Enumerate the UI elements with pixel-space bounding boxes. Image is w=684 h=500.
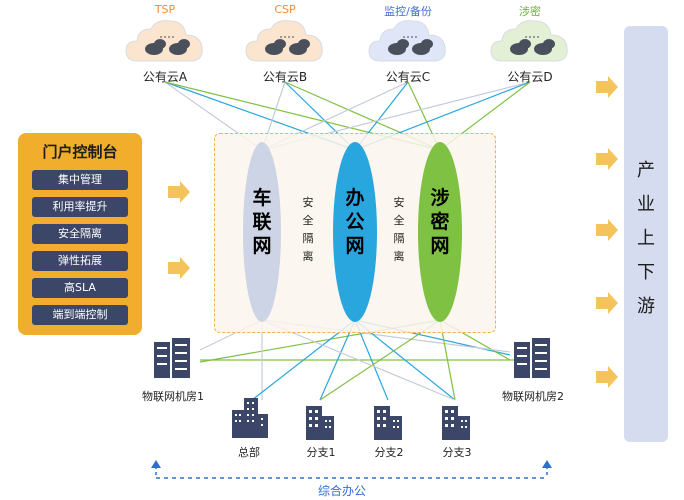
vertical-char: 离 <box>393 250 405 263</box>
cloud-tag: 监控/备份 <box>384 5 432 18</box>
footer-label: 综合办公 <box>317 484 366 498</box>
industry-char: 上 <box>637 228 655 249</box>
branch-building-icon <box>374 406 402 440</box>
arrow-right-icon <box>168 181 190 203</box>
vertical-char: 网 <box>430 235 450 257</box>
server-room-2-label: 物联网机房2 <box>502 390 564 403</box>
network-label-office: 办公网 <box>335 186 375 258</box>
arrow-up-icon <box>151 460 161 468</box>
server-room-1-icon <box>154 338 190 378</box>
network-ellipse-office <box>333 142 377 322</box>
branch-building-icon <box>306 406 334 440</box>
portal-item: 弹性拓展 <box>32 251 128 271</box>
vertical-char: 车 <box>252 187 272 209</box>
cloud-icon <box>245 20 323 62</box>
vertical-char: 网 <box>345 235 365 257</box>
industry-label: 产业上下游 <box>624 154 668 324</box>
arrow-right-icon <box>596 292 618 314</box>
isolation-label-2: 安全隔离 <box>389 194 409 266</box>
portal-item: 高SLA <box>32 278 128 298</box>
arrow-up-icon <box>542 460 552 468</box>
arrow-right-icon <box>596 366 618 388</box>
branch-building-icon <box>442 406 470 440</box>
network-label-secret: 涉密网 <box>420 186 460 258</box>
vertical-char: 联 <box>252 211 272 233</box>
portal-item: 安全隔离 <box>32 224 128 244</box>
industry-char: 产 <box>637 160 655 181</box>
cloud-tag: TSP <box>154 3 176 16</box>
cloud-tag: 涉密 <box>519 5 541 18</box>
cloud-label: 公有云B <box>262 70 308 84</box>
vertical-char: 全 <box>393 214 405 227</box>
cloud-label: 公有云D <box>507 70 553 84</box>
headquarters-building-icon <box>232 398 268 438</box>
vertical-char: 网 <box>252 235 272 257</box>
vertical-char: 密 <box>430 211 450 233</box>
cloud-icon <box>490 20 568 62</box>
portal-item: 利用率提升 <box>32 197 128 217</box>
vertical-char: 涉 <box>430 187 450 209</box>
isolation-label-1: 安全隔离 <box>298 194 318 266</box>
network-ellipse-car <box>243 142 281 322</box>
vertical-char: 隔 <box>393 232 405 245</box>
branch-label: 总部 <box>238 446 260 459</box>
cloud-label: 公有云C <box>385 70 431 84</box>
vertical-char: 全 <box>302 214 314 227</box>
vertical-char: 公 <box>345 211 365 233</box>
site-links <box>199 319 520 401</box>
vertical-char: 办 <box>345 187 365 209</box>
industry-char: 下 <box>637 262 655 283</box>
arrow-right-icon <box>596 219 618 241</box>
portal-title: 门户控制台 <box>42 143 118 161</box>
industry-panel: 产业上下游 <box>624 26 668 442</box>
cloud-tag: CSP <box>274 3 296 16</box>
network-ellipse-secret <box>418 142 462 322</box>
branch-label: 分支1 <box>306 446 336 459</box>
network-label-car: 车联网 <box>242 186 282 258</box>
server-room-2-icon <box>514 338 550 378</box>
server-room-1-label: 物联网机房1 <box>142 390 204 403</box>
portal-console: 门户控制台 集中管理利用率提升安全隔离弹性拓展高SLA 端到端控制 <box>18 133 142 335</box>
vertical-char: 安 <box>393 196 405 209</box>
arrow-right-icon <box>596 76 618 98</box>
branch-label: 分支3 <box>442 446 472 459</box>
cloud-icon <box>125 20 203 62</box>
portal-item: 端到端控制 <box>32 305 128 325</box>
industry-char: 业 <box>637 194 655 215</box>
cloud-label: 公有云A <box>142 70 188 84</box>
industry-char: 游 <box>637 296 655 317</box>
arrow-right-icon <box>168 257 190 279</box>
portal-item: 集中管理 <box>32 170 128 190</box>
arrow-right-icon <box>596 148 618 170</box>
branch-label: 分支2 <box>374 446 404 459</box>
vertical-char: 隔 <box>302 232 314 245</box>
cloud-icon <box>368 20 446 62</box>
vertical-char: 离 <box>302 250 314 263</box>
vertical-char: 安 <box>302 196 314 209</box>
